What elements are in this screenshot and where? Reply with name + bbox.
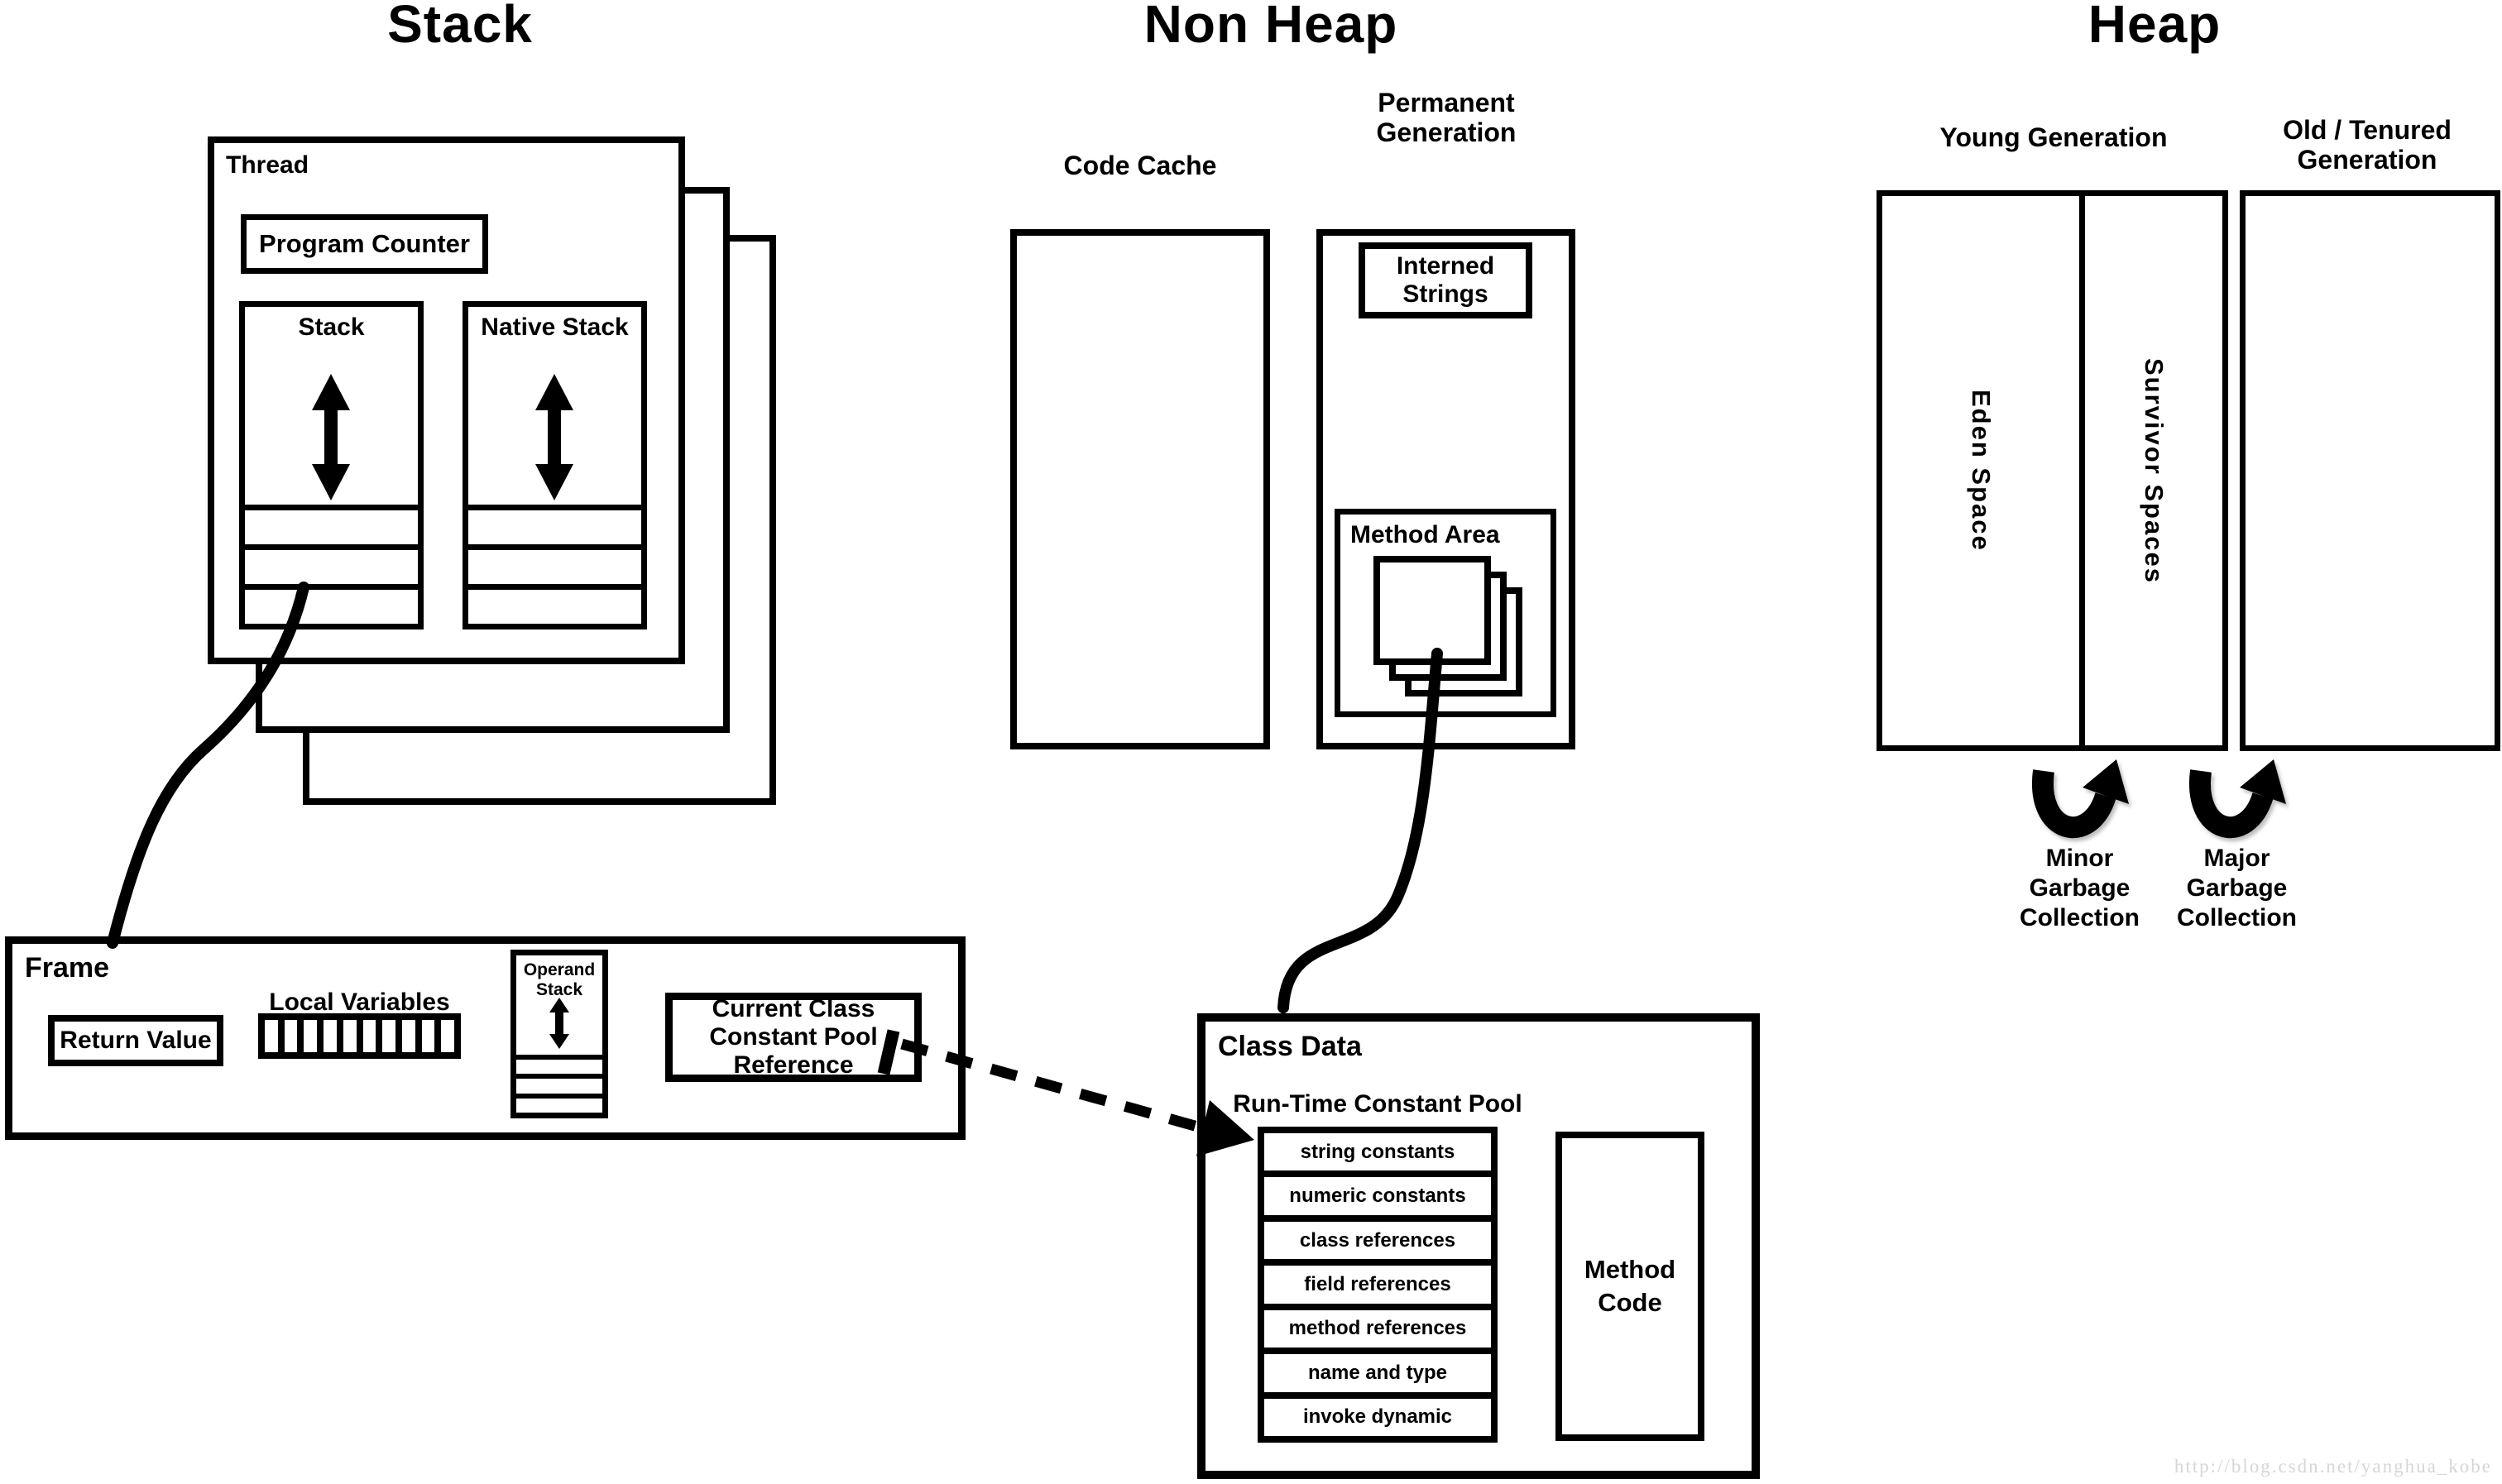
runtime-constant-pool-table: string constants numeric constants class… bbox=[1258, 1127, 1498, 1443]
eden-survivor-divider bbox=[2079, 196, 2085, 745]
operand-stack-label: Operand Stack bbox=[523, 960, 596, 999]
minor-gc-label: Minor Garbage Collection bbox=[2019, 845, 2140, 931]
operand-slot bbox=[516, 1074, 602, 1094]
local-variable-slot bbox=[421, 1020, 435, 1052]
major-gc-label: Major Garbage Collection bbox=[2176, 845, 2297, 931]
operand-stack-slots bbox=[516, 1055, 602, 1113]
operand-stack-box: Operand Stack bbox=[510, 950, 608, 1118]
major-gc-arrow-icon bbox=[2189, 759, 2286, 839]
operand-slot bbox=[516, 1055, 602, 1075]
local-variable-slot bbox=[284, 1020, 298, 1052]
class-card-front bbox=[1373, 556, 1491, 665]
class-data-label: Class Data bbox=[1218, 1031, 1362, 1062]
stack-frame-slots bbox=[245, 505, 418, 624]
class-data-box: Class Data Run-Time Constant Pool string… bbox=[1197, 1013, 1760, 1479]
thread-label: Thread bbox=[226, 151, 309, 179]
local-variable-slot bbox=[401, 1020, 415, 1052]
code-cache-label: Code Cache bbox=[1063, 151, 1217, 180]
pool-row: field references bbox=[1264, 1259, 1491, 1304]
local-variables-label: Local Variables bbox=[269, 989, 450, 1016]
local-variables-slots bbox=[258, 1013, 461, 1059]
stack-title: Stack bbox=[387, 0, 533, 54]
pool-row: class references bbox=[1264, 1214, 1491, 1260]
local-variable-slot bbox=[441, 1020, 455, 1052]
method-code-box: Method Code bbox=[1555, 1132, 1704, 1441]
frame-label: Frame bbox=[25, 952, 110, 984]
survivor-spaces-region: Survivor Spaces bbox=[2085, 196, 2222, 745]
program-counter-box: Program Counter bbox=[241, 214, 488, 274]
stack-slot bbox=[245, 544, 418, 584]
non-heap-title: Non Heap bbox=[1143, 0, 1398, 54]
permanent-generation-box: Interned Strings Method Area bbox=[1316, 229, 1575, 749]
method-area-label: Method Area bbox=[1350, 521, 1500, 548]
thread-box: Thread Program Counter Stack Native Stac… bbox=[208, 136, 685, 664]
stack-box-label: Stack bbox=[298, 314, 365, 341]
local-variable-slot bbox=[304, 1020, 318, 1052]
heap-title: Heap bbox=[2087, 0, 2222, 54]
pool-row: name and type bbox=[1264, 1348, 1491, 1392]
eden-space-label: Eden Space bbox=[1967, 390, 1996, 552]
eden-space-region: Eden Space bbox=[1882, 196, 2079, 745]
pool-row: numeric constants bbox=[1264, 1170, 1491, 1215]
interned-strings-box: Interned Strings bbox=[1359, 242, 1532, 318]
minor-gc-arrow-icon bbox=[2032, 759, 2129, 839]
code-cache-box bbox=[1010, 229, 1270, 749]
runtime-constant-pool-label: Run-Time Constant Pool bbox=[1233, 1090, 1522, 1118]
native-stack-box: Native Stack bbox=[463, 301, 647, 630]
pool-row: invoke dynamic bbox=[1264, 1391, 1491, 1436]
stack-box: Stack bbox=[239, 301, 424, 630]
local-variable-slot bbox=[382, 1020, 395, 1052]
pool-row: string constants bbox=[1264, 1133, 1491, 1171]
frame-box: Frame Return Value Local Variables Opera… bbox=[5, 936, 966, 1140]
native-stack-slots bbox=[468, 505, 641, 624]
native-stack-slot bbox=[468, 505, 641, 544]
return-value-box: Return Value bbox=[48, 1015, 223, 1066]
permanent-generation-label: Permanent Generation bbox=[1376, 88, 1517, 147]
local-variable-slot bbox=[265, 1020, 278, 1052]
operand-slot bbox=[516, 1093, 602, 1113]
current-class-constant-pool-reference-box: Current Class Constant Pool Reference bbox=[665, 993, 922, 1082]
old-tenured-generation-label: Old / Tenured Generation bbox=[2283, 115, 2452, 175]
native-stack-slot bbox=[468, 544, 641, 584]
young-generation-label: Young Generation bbox=[1939, 122, 2168, 152]
stack-slot bbox=[245, 505, 418, 544]
native-stack-slot bbox=[468, 584, 641, 624]
young-generation-box: Eden Space Survivor Spaces bbox=[1876, 190, 2228, 751]
pool-row: method references bbox=[1264, 1303, 1491, 1348]
local-variable-slot bbox=[343, 1020, 357, 1052]
stack-slot bbox=[245, 584, 418, 624]
survivor-spaces-label: Survivor Spaces bbox=[2140, 357, 2169, 584]
old-tenured-generation-box bbox=[2240, 190, 2500, 751]
method-area-box: Method Area bbox=[1335, 509, 1556, 717]
local-variable-slot bbox=[362, 1020, 376, 1052]
watermark-url: http://blog.csdn.net/yanghua_kobe bbox=[2174, 1456, 2492, 1477]
native-stack-box-label: Native Stack bbox=[481, 314, 629, 341]
local-variable-slot bbox=[324, 1020, 337, 1052]
